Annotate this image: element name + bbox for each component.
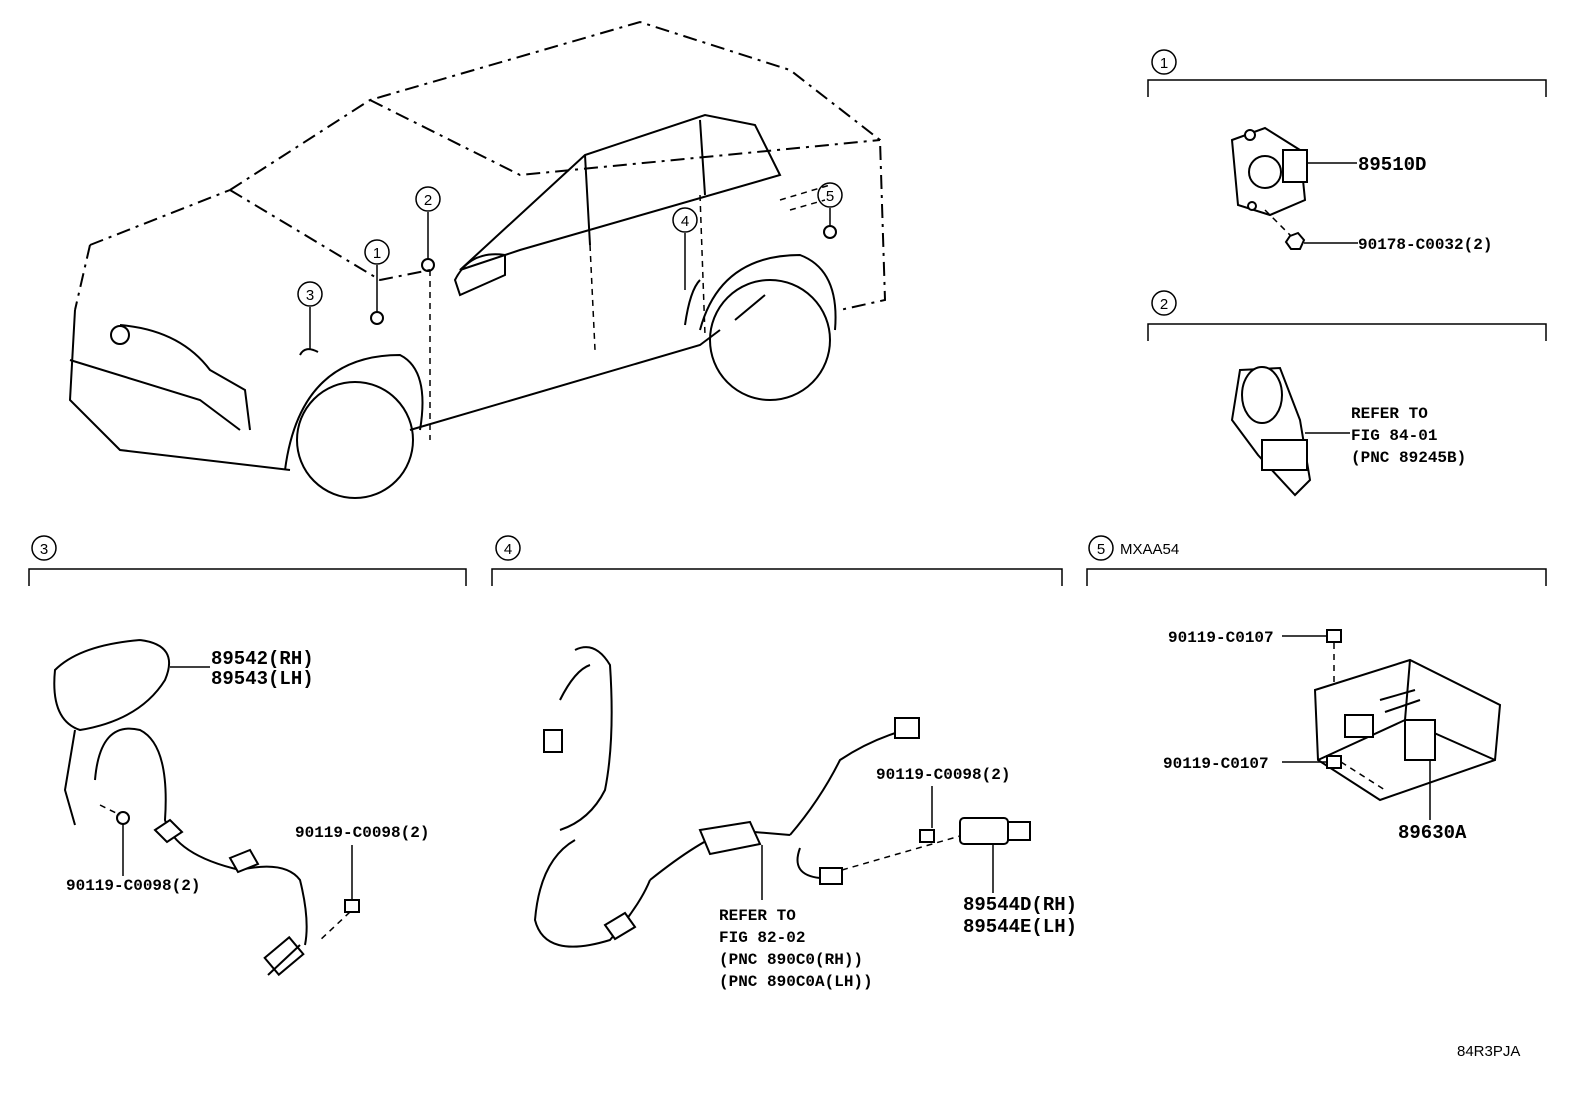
svg-text:MXAA54: MXAA54 bbox=[1120, 541, 1179, 558]
control-module bbox=[1313, 658, 1502, 802]
callout-2: 2 bbox=[415, 186, 441, 212]
section-5: 5 MXAA54 90119-C0107 90119-C0107 89630A bbox=[1086, 535, 1547, 844]
section-3: 3 89542(RH) 89543(LH) 90119-C0098(2) 901… bbox=[28, 535, 467, 977]
svg-text:REFER TO: REFER TO bbox=[1351, 405, 1428, 423]
callout-4: 4 bbox=[672, 207, 698, 233]
diagram-id: 84R3PJA bbox=[1457, 1043, 1520, 1060]
svg-text:90119-C0098(2): 90119-C0098(2) bbox=[66, 877, 200, 895]
svg-text:3: 3 bbox=[40, 541, 48, 558]
svg-text:89510D: 89510D bbox=[1358, 154, 1426, 176]
svg-text:89542(RH): 89542(RH) bbox=[211, 648, 314, 670]
svg-text:(PNC 890C0A(LH)): (PNC 890C0A(LH)) bbox=[719, 973, 873, 991]
yaw-rate-sensor bbox=[1230, 126, 1308, 217]
vehicle-illustration bbox=[68, 20, 887, 499]
svg-text:FIG 82-02: FIG 82-02 bbox=[719, 929, 805, 947]
speed-sensor-rear bbox=[959, 817, 1031, 845]
svg-text:90119-C0098(2): 90119-C0098(2) bbox=[876, 766, 1010, 784]
svg-text:1: 1 bbox=[373, 245, 381, 262]
svg-text:5: 5 bbox=[1097, 541, 1105, 558]
rear-speed-sensor-wire bbox=[533, 646, 920, 948]
svg-text:90119-C0098(2): 90119-C0098(2) bbox=[295, 824, 429, 842]
svg-text:5: 5 bbox=[826, 188, 834, 205]
svg-text:90178-C0032(2): 90178-C0032(2) bbox=[1358, 236, 1492, 254]
svg-text:4: 4 bbox=[681, 213, 689, 230]
svg-text:2: 2 bbox=[424, 192, 432, 209]
svg-text:90119-C0107: 90119-C0107 bbox=[1163, 755, 1269, 773]
steering-sensor bbox=[1230, 366, 1312, 497]
svg-text:(PNC 890C0(RH)): (PNC 890C0(RH)) bbox=[719, 951, 863, 969]
svg-text:(PNC 89245B): (PNC 89245B) bbox=[1351, 449, 1466, 467]
svg-text:89543(LH): 89543(LH) bbox=[211, 668, 314, 690]
svg-text:REFER TO: REFER TO bbox=[719, 907, 796, 925]
section-1: 1 89510D 90178-C0032(2) bbox=[1147, 49, 1547, 254]
svg-text:3: 3 bbox=[306, 287, 314, 304]
svg-text:4: 4 bbox=[504, 541, 512, 558]
svg-text:89544D(RH): 89544D(RH) bbox=[963, 894, 1077, 916]
section-4: 4 90119-C0098(2) 89544D(RH) 89544E(LH) R… bbox=[491, 535, 1077, 991]
svg-text:89544E(LH): 89544E(LH) bbox=[963, 916, 1077, 938]
svg-text:2: 2 bbox=[1160, 296, 1168, 313]
section-2: 2 REFER TO FIG 84-01 (PNC 89245B) bbox=[1147, 290, 1547, 497]
svg-text:89630A: 89630A bbox=[1398, 822, 1467, 844]
svg-text:FIG 84-01: FIG 84-01 bbox=[1351, 427, 1437, 445]
callout-1: 1 bbox=[364, 239, 390, 265]
nut bbox=[1284, 231, 1306, 250]
svg-text:90119-C0107: 90119-C0107 bbox=[1168, 629, 1274, 647]
front-speed-sensor bbox=[53, 639, 308, 977]
svg-text:1: 1 bbox=[1160, 55, 1168, 72]
callout-5: 5 bbox=[817, 182, 843, 208]
callout-3: 3 bbox=[297, 281, 323, 307]
